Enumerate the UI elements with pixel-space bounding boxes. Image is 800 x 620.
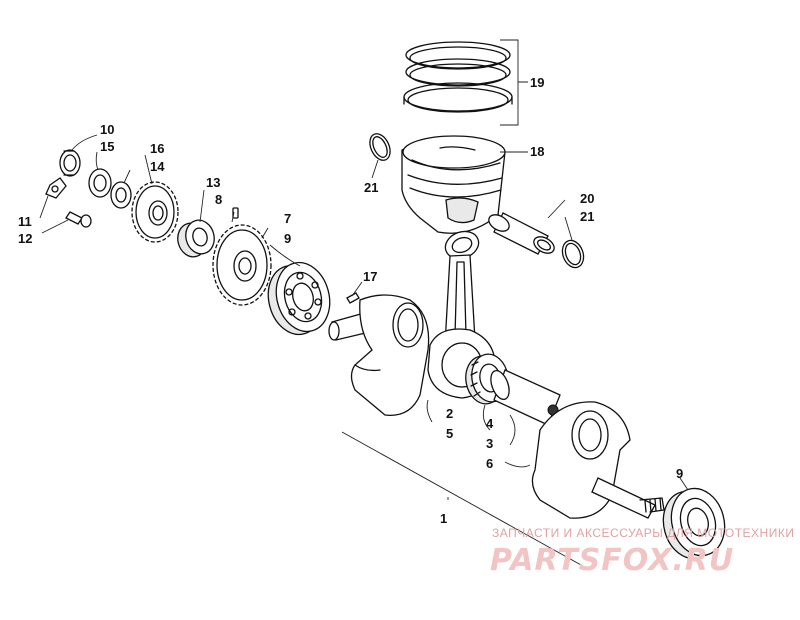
label-13: 13 (206, 175, 220, 190)
watermark-brand: PARTSFOX.RU (490, 543, 734, 578)
gear-small (131, 181, 179, 243)
label-1: 1 (440, 511, 447, 526)
needle-bearing (465, 353, 509, 405)
piston (401, 135, 506, 234)
callout-labels: 1 2 3 4 5 6 7 8 9 9 10 11 12 13 14 15 16… (18, 75, 683, 526)
piston-pin (488, 212, 555, 255)
lock-plate (45, 177, 67, 199)
washer (110, 181, 132, 209)
label-16: 16 (150, 141, 164, 156)
leader-lines (39, 134, 689, 500)
crankshaft-left-half (328, 294, 430, 416)
label-10: 10 (100, 122, 114, 137)
label-8: 8 (215, 192, 222, 207)
woodruff-key (232, 207, 239, 219)
label-19: 19 (530, 75, 544, 90)
label-5: 5 (446, 426, 453, 441)
label-6: 6 (486, 456, 493, 471)
label-15: 15 (100, 139, 114, 154)
label-9-left: 9 (284, 231, 291, 246)
main-bearing-left (267, 261, 331, 336)
label-14: 14 (150, 159, 165, 174)
label-12: 12 (18, 231, 32, 246)
main-bearing-right (662, 487, 726, 560)
piston-rings (403, 41, 513, 113)
label-2: 2 (446, 406, 453, 421)
label-7: 7 (284, 211, 291, 226)
circlip-upper (369, 133, 391, 161)
label-4: 4 (486, 416, 494, 431)
bearing-small-10 (59, 149, 81, 177)
label-18: 18 (530, 144, 544, 159)
label-9-right: 9 (676, 466, 683, 481)
bolt (65, 211, 92, 228)
circlip-lower (561, 239, 585, 269)
label-21-lower: 21 (580, 209, 594, 224)
gear-large (212, 224, 272, 306)
assembly-line (341, 431, 591, 571)
bushing (88, 168, 112, 198)
watermark-tagline: ЗАПЧАСТИ И АКСЕССУАРЫ ДЛЯ МОТОТЕХНИКИ (492, 526, 794, 540)
label-21-upper: 21 (364, 180, 378, 195)
crank-pin (490, 369, 561, 426)
bearing-13 (177, 219, 215, 258)
label-20: 20 (580, 191, 594, 206)
label-11: 11 (18, 214, 32, 229)
crankshaft-right-half (531, 401, 665, 519)
watermark: ЗАПЧАСТИ И АКСЕССУАРЫ ДЛЯ МОТОТЕХНИКИ PA… (490, 526, 794, 578)
label-17: 17 (363, 269, 377, 284)
label-3: 3 (486, 436, 493, 451)
bracket-19 (500, 39, 528, 126)
